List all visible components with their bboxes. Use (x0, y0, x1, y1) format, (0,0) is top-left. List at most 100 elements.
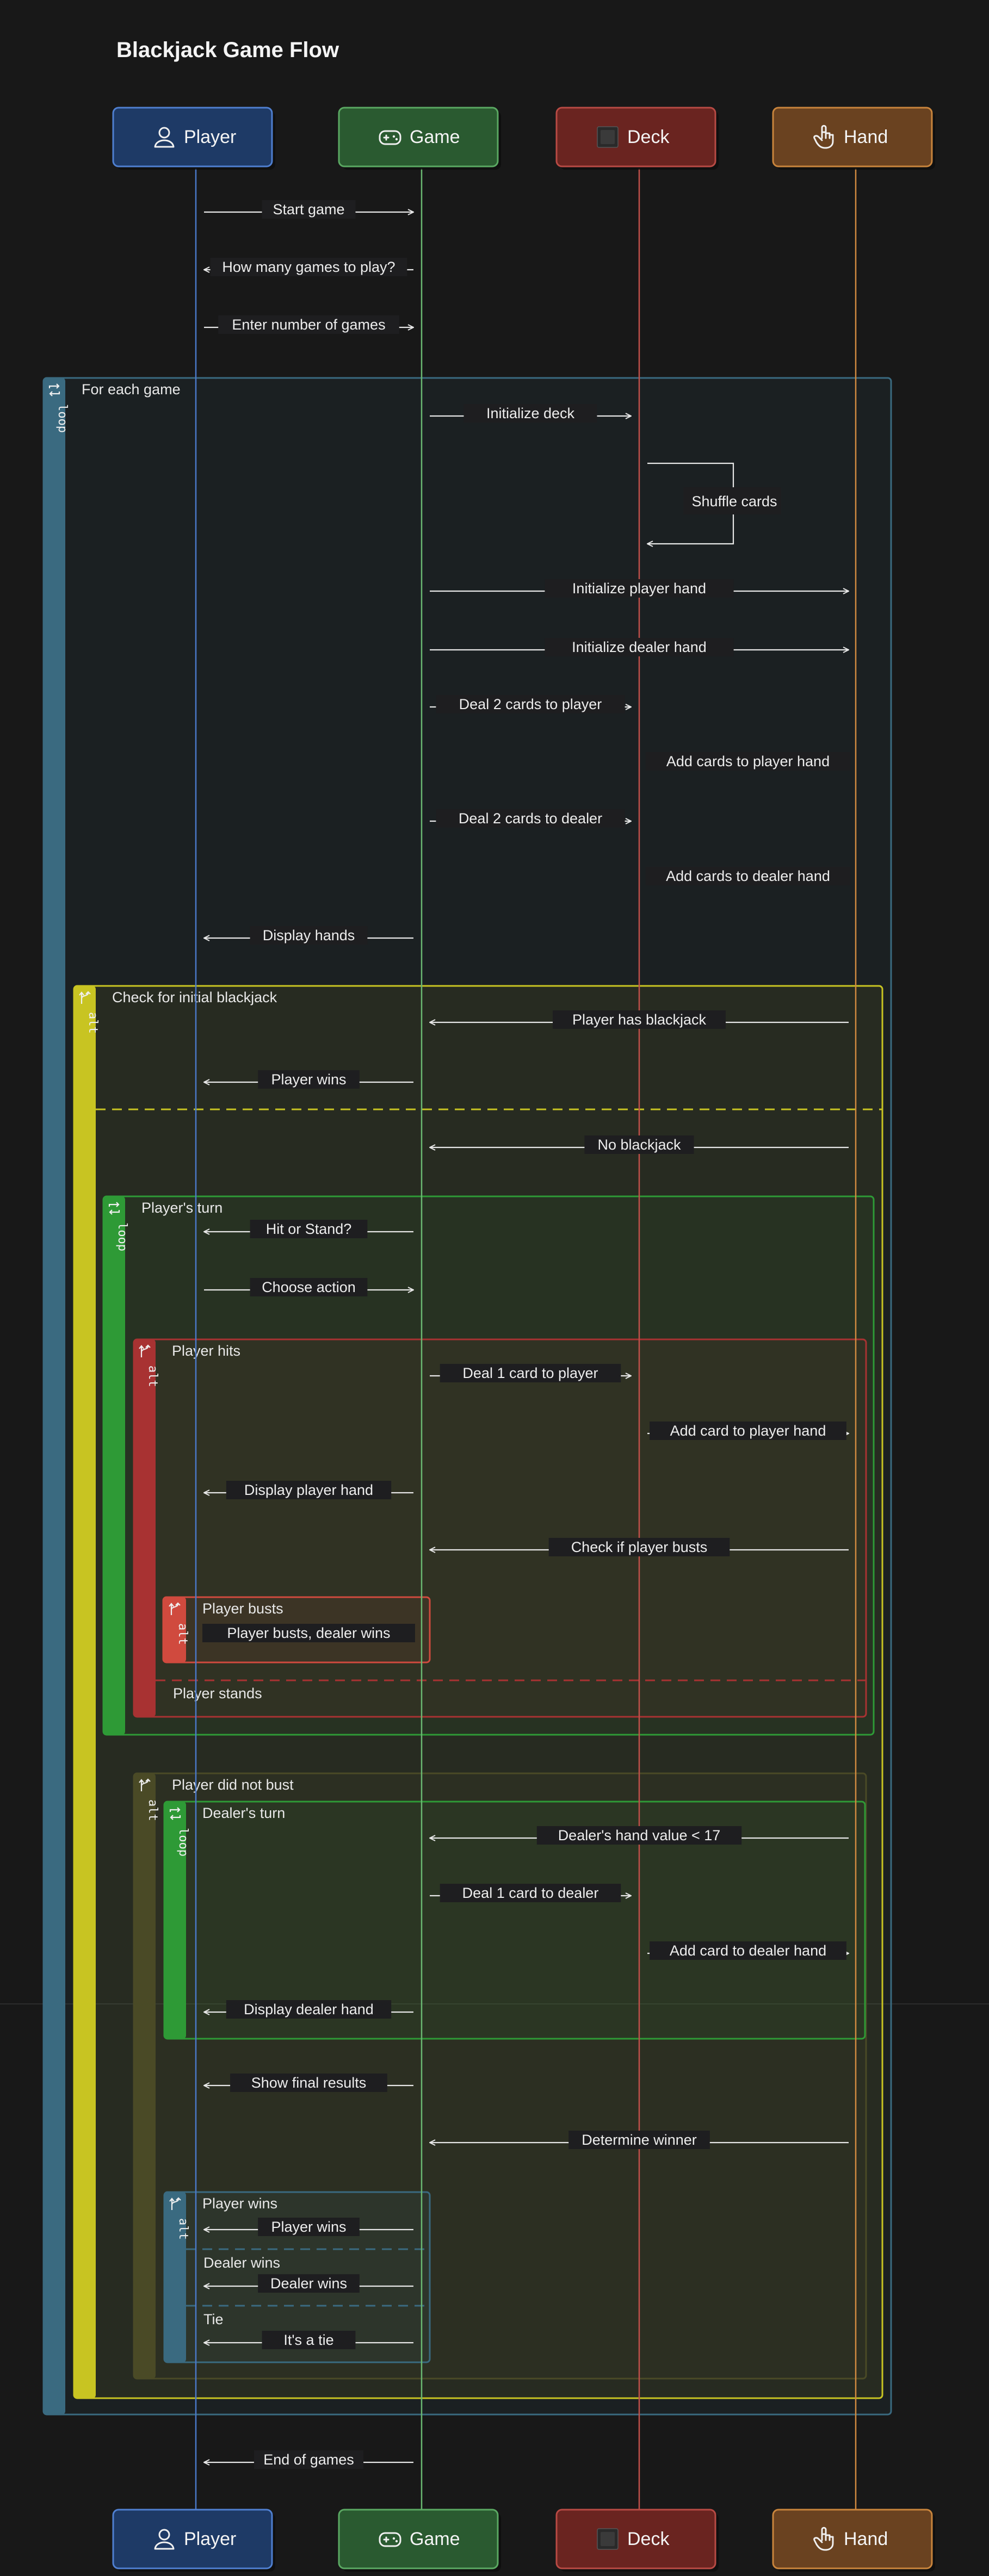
label-bg (683, 487, 781, 514)
message-24: Add card to dealer hand (647, 1941, 849, 1960)
branch-icon (139, 1778, 151, 1791)
fragment-label: Check for initial blackjack (112, 989, 277, 1005)
message-label: Display hands (263, 927, 355, 944)
participant-player-top[interactable]: Player (112, 107, 275, 170)
message-label: How many games to play? (222, 259, 395, 275)
label-bg (645, 867, 851, 885)
participant-box (555, 2509, 716, 2569)
label-bg (250, 1220, 368, 1238)
label-bg (536, 1826, 742, 1845)
fragment-operator: alt (146, 1365, 159, 1387)
message-0: Start game (204, 200, 413, 219)
message-2: Enter number of games (204, 315, 413, 334)
message-label: Player has blackjack (572, 1011, 707, 1028)
message-label: Player wins (271, 2219, 346, 2235)
branch-icon (169, 2197, 181, 2210)
message-26: Show final results (204, 2074, 413, 2092)
message-4: Shuffle cards (647, 462, 781, 544)
label-bg (440, 1364, 621, 1382)
message-label: Initialize player hand (572, 580, 706, 597)
message-1: How many games to play? (204, 258, 413, 276)
participant-deck-top[interactable]: Deck (555, 107, 719, 170)
fragment-label: Player busts (202, 1600, 283, 1617)
message-5: Initialize player hand (430, 579, 849, 598)
label-bg (258, 2218, 360, 2236)
message-label: Dealer wins (270, 2275, 347, 2292)
participant-box (112, 2509, 273, 2569)
participant-game-top[interactable]: Game (338, 107, 501, 170)
label-bg (262, 200, 356, 219)
fragment-sidebar (164, 2192, 186, 2362)
message-label: Deal 2 cards to player (459, 696, 602, 712)
fragment-operator: alt (176, 1623, 189, 1645)
label-bg (463, 404, 597, 423)
fragment-operator: loop (176, 1828, 190, 1857)
message-27: Determine winner (430, 2131, 849, 2149)
message-9: Deal 2 cards to dealer (430, 809, 631, 828)
user-icon (154, 2529, 175, 2550)
message-label: Check if player busts (571, 1539, 708, 1555)
message-label: Dealer's hand value < 17 (558, 1827, 721, 1843)
participant-box (112, 107, 273, 167)
participant-box (772, 107, 933, 167)
participant-hand-bottom[interactable]: Hand (772, 2509, 935, 2572)
label-bg (250, 1278, 368, 1296)
user-icon (154, 127, 175, 148)
fragment-sidebar (134, 1773, 156, 2379)
message-20: Check if player busts (430, 1538, 849, 1556)
loop-icon (108, 1202, 120, 1215)
message-18: Add card to player hand (647, 1422, 849, 1440)
fragment-operator: alt (146, 1799, 159, 1821)
fragment-operator: alt (86, 1012, 100, 1034)
fragment-sidebar (103, 1196, 125, 1735)
diagram-title: Blackjack Game Flow (116, 38, 339, 62)
participant-label: Deck (627, 2529, 670, 2549)
message-label: Add cards to player hand (666, 753, 830, 769)
fragments-layer: loop For each game alt Check for initial bl… (42, 377, 892, 2416)
label-bg (210, 258, 407, 276)
label-bg (568, 2131, 710, 2149)
gamepad-icon (379, 2532, 401, 2547)
participant-player-bottom[interactable]: Player (112, 2509, 275, 2572)
else-label: Player stands (173, 1685, 262, 1702)
participant-game-bottom[interactable]: Game (338, 2509, 501, 2572)
hand-icon (813, 125, 834, 149)
message-label: Deal 1 card to dealer (462, 1885, 599, 1901)
label-bg (226, 1481, 392, 1499)
message-label: Choose action (262, 1279, 356, 1295)
fragment-label: Player's turn (141, 1200, 222, 1216)
label-bg (250, 926, 368, 945)
label-bg (584, 1135, 694, 1154)
participant-box (338, 2509, 499, 2569)
card-deck-icon (597, 126, 619, 148)
fragment-operator: alt (176, 2218, 190, 2240)
label-bg (645, 752, 851, 771)
message-label: End of games (263, 2451, 354, 2468)
message-label: Add cards to dealer hand (666, 868, 830, 884)
gamepad-icon (379, 130, 401, 145)
message-label: Shuffle cards (691, 493, 777, 510)
label-bg (650, 1422, 846, 1440)
fragment-operator: loop (115, 1222, 129, 1251)
label-bg (553, 1010, 726, 1029)
branch-icon (139, 1344, 151, 1357)
fragment-sidebar (134, 1339, 156, 1717)
participant-label: Hand (844, 2529, 888, 2549)
message-label: Add card to dealer hand (670, 1942, 826, 1959)
message-label: It's a tie (283, 2332, 333, 2348)
fragment-sidebar (164, 1802, 186, 2039)
participant-hand-top[interactable]: Hand (772, 107, 935, 170)
fragment-loop-0: loop For each game (42, 377, 892, 2416)
participant-deck-bottom[interactable]: Deck (555, 2509, 719, 2572)
message-8: Add cards to player hand (645, 752, 851, 771)
fragment-label: For each game (82, 381, 181, 398)
message-label: Enter number of games (232, 316, 385, 333)
fragment-sidebar (163, 1597, 186, 1662)
message-label: Player wins (271, 1071, 346, 1088)
message-15: Hit or Stand? (204, 1220, 413, 1238)
message-6: Initialize dealer hand (430, 638, 849, 656)
participant-box (772, 2509, 933, 2569)
message-label: Hit or Stand? (266, 1221, 352, 1237)
label-bg (258, 1070, 360, 1089)
